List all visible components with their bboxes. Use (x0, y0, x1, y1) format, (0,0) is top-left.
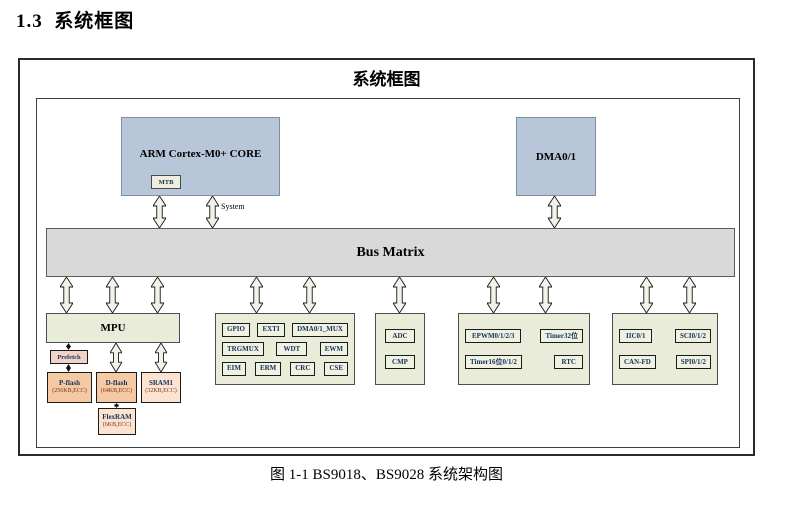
timer16-block: Timer16位0/1/2 (465, 355, 522, 369)
prefetch-label: Prefetch (57, 353, 81, 361)
cse-block: CSE (324, 361, 348, 376)
crc-block: CRC (290, 361, 316, 376)
double-arrow-icon (539, 277, 552, 313)
mtb-block: MTB (151, 175, 181, 189)
double-arrow-icon (110, 343, 122, 372)
mpu-label: MPU (100, 322, 126, 334)
flexram-size: (6KB,ECC) (102, 422, 132, 429)
bus-matrix-label: Bus Matrix (356, 244, 425, 260)
double-arrow-icon (106, 277, 119, 313)
sci-block: SCI0/1/2 (674, 329, 711, 343)
double-arrow-icon (151, 277, 164, 313)
comms-group: IIC0/1 SCI0/1/2 CAN-FD SPI0/1/2 (612, 313, 718, 385)
peripheral-row: EPWM0/1/2/3 Timer32位 (465, 329, 583, 343)
double-arrow-icon (64, 364, 73, 372)
pflash-label: P-flash (59, 379, 80, 388)
double-arrow-icon (303, 277, 316, 313)
pflash-size: (256KB,ECC) (52, 388, 87, 395)
peripheral-row: GPIO EXTI DMA0/1_MUX (222, 322, 348, 337)
section-heading: 1.3 系统框图 (16, 11, 135, 32)
spi-block: SPI0/1/2 (675, 355, 711, 369)
system-bus-label: System (221, 202, 245, 211)
sram1-block: SRAM1 (32KB,ECC) (141, 372, 181, 403)
peripheral-row: Timer16位0/1/2 RTC (465, 355, 583, 369)
double-arrow-icon (250, 277, 263, 313)
trgmux-block: TRGMUX (222, 342, 264, 356)
double-arrow-icon (112, 403, 121, 408)
dma-label: DMA0/1 (535, 150, 577, 163)
timer32-block: Timer32位 (540, 329, 583, 343)
pflash-block: P-flash (256KB,ECC) (47, 372, 92, 403)
double-arrow-icon (487, 277, 500, 313)
exti-block: EXTI (257, 322, 285, 337)
analog-group: ADC CMP (375, 313, 425, 385)
dflash-label: D-flash (105, 379, 128, 388)
epwm-block: EPWM0/1/2/3 (465, 329, 522, 343)
dma-block: DMA0/1 (516, 117, 596, 196)
peripheral-row: TRGMUX WDT EWM (222, 342, 348, 356)
timers-group: EPWM0/1/2/3 Timer32位 Timer16位0/1/2 RTC (458, 313, 590, 385)
iic-block: IIC0/1 (619, 329, 653, 343)
adc-block: ADC (385, 329, 415, 343)
figure-caption: 图 1-1 BS9018、BS9028 系统架构图 (270, 467, 503, 483)
cmp-block: CMP (385, 355, 415, 369)
wdt-block: WDT (276, 342, 308, 356)
canfd-block: CAN-FD (619, 355, 656, 369)
rtc-block: RTC (554, 355, 583, 369)
peripheral-row: CAN-FD SPI0/1/2 (619, 355, 711, 369)
peripheral-row: IIC0/1 SCI0/1/2 (619, 329, 711, 343)
bus-matrix-block: Bus Matrix (46, 228, 735, 277)
arm-core-label: ARM Cortex-M0+ CORE (139, 148, 262, 160)
gpio-block: GPIO (222, 322, 250, 337)
diagram-title: 系统框图 (352, 70, 421, 89)
system-peripherals-group: GPIO EXTI DMA0/1_MUX TRGMUX WDT EWM EIM … (215, 313, 355, 385)
arm-core-block: ARM Cortex-M0+ CORE (121, 117, 280, 196)
sram1-label: SRAM1 (148, 379, 174, 388)
ewm-block: EWM (319, 342, 348, 356)
dma-mux-block: DMA0/1_MUX (292, 322, 348, 337)
prefetch-block: Prefetch (50, 350, 88, 364)
double-arrow-icon (206, 196, 219, 228)
double-arrow-icon (683, 277, 696, 313)
flexram-block: FlexRAM (6KB,ECC) (98, 408, 136, 435)
double-arrow-icon (548, 196, 561, 228)
dflash-size: (64KB,ECC) (100, 388, 133, 395)
mtb-label: MTB (158, 178, 174, 186)
sram1-size: (32KB,ECC) (145, 388, 177, 395)
flexram-label: FlexRAM (102, 413, 132, 422)
dflash-block: D-flash (64KB,ECC) (96, 372, 137, 403)
double-arrow-icon (64, 343, 73, 350)
double-arrow-icon (640, 277, 653, 313)
eim-block: EIM (222, 361, 246, 376)
mpu-block: MPU (46, 313, 180, 343)
double-arrow-icon (155, 343, 167, 372)
peripheral-row: EIM ERM CRC CSE (222, 361, 348, 376)
erm-block: ERM (254, 361, 282, 376)
double-arrow-icon (153, 196, 166, 228)
double-arrow-icon (60, 277, 73, 313)
double-arrow-icon (393, 277, 406, 313)
